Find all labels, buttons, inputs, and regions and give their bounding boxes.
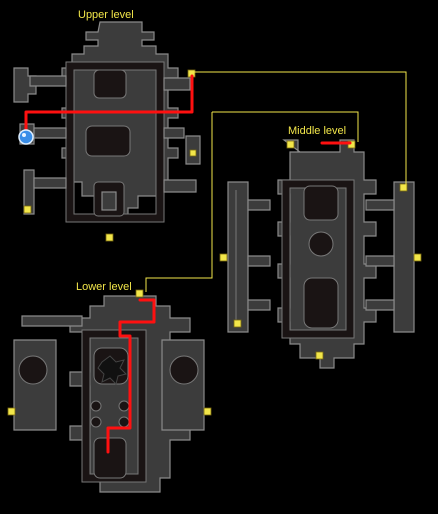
ladder-icon[interactable] bbox=[219, 253, 228, 262]
ladder-icon[interactable] bbox=[135, 289, 144, 298]
ladder-icon[interactable] bbox=[7, 407, 16, 416]
ladder-icon[interactable] bbox=[189, 149, 197, 157]
ladder-icon[interactable] bbox=[23, 205, 32, 214]
ladder-icon[interactable] bbox=[203, 407, 212, 416]
boss-skull-icon[interactable] bbox=[97, 355, 127, 385]
route-path bbox=[24, 74, 352, 454]
lower-level-label: Lower level bbox=[76, 281, 132, 293]
ladder-icon[interactable] bbox=[233, 319, 242, 328]
ladder-icon[interactable] bbox=[105, 233, 114, 242]
level-connectors bbox=[145, 71, 407, 292]
ladder-icon[interactable] bbox=[315, 351, 324, 360]
middle-level: Middle level bbox=[219, 125, 422, 369]
upper-level: Upper level bbox=[13, 9, 201, 242]
middle-level-label: Middle level bbox=[288, 125, 346, 137]
ladder-icon[interactable] bbox=[399, 183, 408, 192]
ladder-icon[interactable] bbox=[413, 253, 422, 262]
ladder-icon[interactable] bbox=[286, 140, 295, 149]
upper-level-label: Upper level bbox=[78, 9, 134, 21]
lower-level: Lower level bbox=[7, 281, 212, 493]
blue-orb-icon[interactable] bbox=[18, 129, 34, 145]
